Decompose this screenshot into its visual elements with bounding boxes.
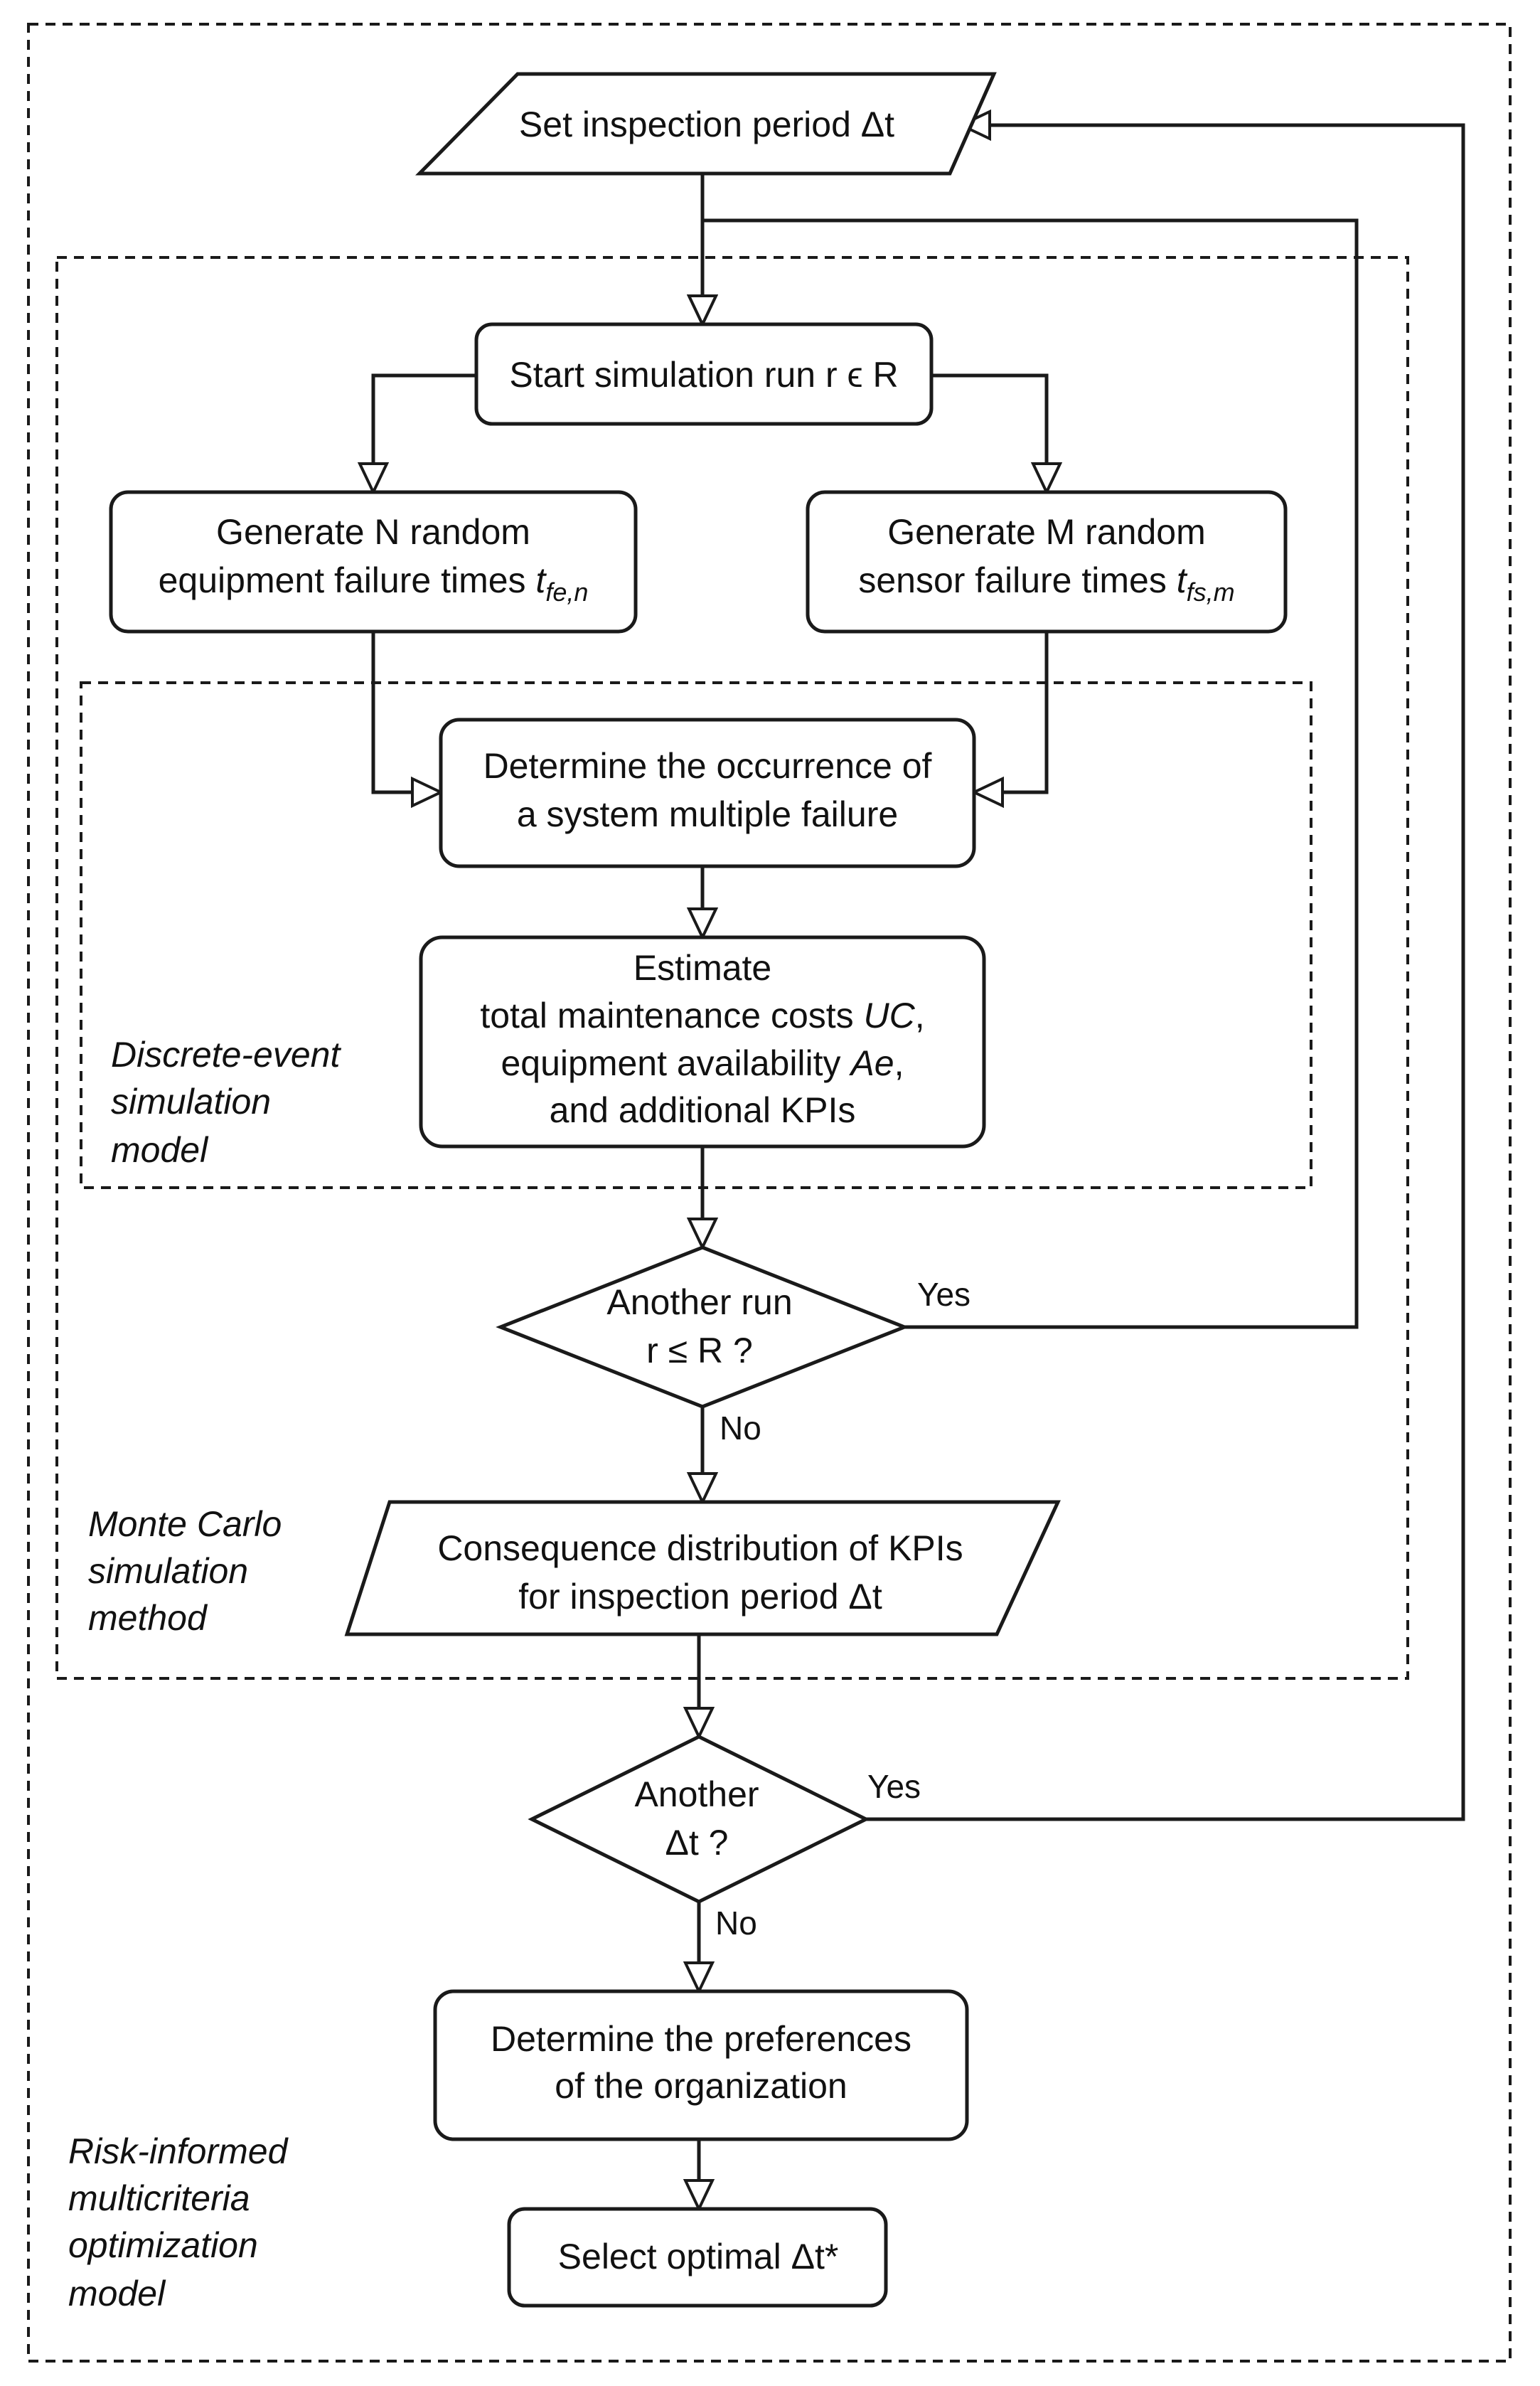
svg-text:Generate M random: Generate M random	[887, 512, 1205, 552]
node-generate-equipment-failures: Generate N random equipment failure time…	[109, 490, 638, 634]
svg-text:Determine the occurrence of: Determine the occurrence of	[483, 746, 932, 786]
svg-text:Select optimal Δt*: Select optimal Δt*	[558, 2237, 839, 2276]
svg-text:Monte Carlo: Monte Carlo	[88, 1504, 282, 1544]
node-determine-preferences: Determine the preferences of the organiz…	[433, 1989, 969, 2141]
label-discrete-event-model: Discrete-event simulation model	[111, 1035, 341, 1170]
monte-carlo-group-frame	[55, 256, 1409, 1680]
svg-text:optimization: optimization	[68, 2225, 258, 2265]
svg-text:Start simulation run r ϵ R: Start simulation run r ϵ R	[509, 355, 898, 395]
label-monte-carlo-method: Monte Carlo simulation method	[88, 1504, 282, 1638]
svg-text:equipment availability Ae,: equipment availability Ae,	[501, 1043, 904, 1083]
svg-text:model: model	[111, 1130, 209, 1170]
node-generate-sensor-failures: Generate M random sensor failure times t…	[806, 490, 1288, 634]
discrete-event-group-frame	[80, 681, 1312, 1189]
label-risk-informed-model: Risk-informed multicriteria optimization…	[68, 2131, 289, 2313]
edge-start-to-sensor	[931, 373, 1047, 492]
edge-equipment-to-determine	[371, 632, 441, 792]
svg-text:sensor failure times tfs,m: sensor failure times tfs,m	[858, 560, 1234, 607]
svg-text:Risk-informed: Risk-informed	[68, 2131, 289, 2171]
edge-label-run-no: No	[720, 1410, 761, 1447]
svg-text:multicriteria: multicriteria	[68, 2178, 250, 2218]
edges	[371, 125, 1465, 2209]
svg-text:Δt ?: Δt ?	[665, 1823, 729, 1863]
svg-text:of the organization: of the organization	[555, 2066, 847, 2106]
svg-text:a system multiple failure: a system multiple failure	[517, 794, 898, 834]
edge-sensor-to-determine	[974, 632, 1049, 792]
svg-text:r ≤ R ?: r ≤ R ?	[646, 1331, 753, 1370]
node-estimate-kpis: Estimate total maintenance costs UC, equ…	[419, 935, 986, 1149]
svg-text:method: method	[88, 1598, 208, 1638]
svg-text:Set inspection period Δt: Set inspection period Δt	[519, 105, 894, 144]
svg-text:Determine the preferences: Determine the preferences	[491, 2019, 911, 2059]
svg-text:Discrete-event: Discrete-event	[111, 1035, 341, 1075]
edge-another-run-yes-loop	[702, 218, 1359, 1329]
node-determine-occurrence: Determine the occurrence of a system mul…	[439, 718, 976, 868]
svg-text:simulation: simulation	[88, 1551, 248, 1591]
edge-label-run-yes: Yes	[917, 1276, 970, 1313]
svg-text:Another run: Another run	[606, 1282, 792, 1322]
edge-label-dt-no: No	[715, 1905, 757, 1942]
node-set-inspection-period: Set inspection period Δt	[415, 72, 997, 176]
svg-text:Another: Another	[634, 1774, 759, 1814]
node-start-simulation-run: Start simulation run r ϵ R	[474, 322, 934, 426]
node-consequence-distribution: Consequence distribution of KPIs for ins…	[344, 1500, 1061, 1636]
svg-text:simulation: simulation	[111, 1082, 271, 1122]
svg-text:Estimate: Estimate	[633, 948, 772, 988]
svg-text:total maintenance costs UC,: total maintenance costs UC,	[480, 996, 924, 1035]
svg-text:model: model	[68, 2274, 166, 2313]
svg-text:equipment failure times tfe,n: equipment failure times tfe,n	[159, 560, 589, 607]
node-decision-another-run: Another run r ≤ R ?	[496, 1245, 909, 1409]
edge-start-to-equipment	[373, 373, 476, 492]
node-decision-another-dt: Another Δt ?	[528, 1735, 870, 1904]
edge-label-dt-yes: Yes	[867, 1768, 921, 1805]
svg-text:for inspection period Δt: for inspection period Δt	[518, 1577, 882, 1617]
node-select-optimal: Select optimal Δt*	[507, 2207, 888, 2308]
edge-another-dt-yes-loop	[866, 125, 1465, 1821]
outer-group-frame	[27, 23, 1512, 2363]
svg-text:Consequence distribution of KP: Consequence distribution of KPIs	[437, 1528, 963, 1568]
svg-text:Generate N random: Generate N random	[216, 512, 530, 552]
svg-text:and additional KPIs: and additional KPIs	[550, 1090, 856, 1130]
